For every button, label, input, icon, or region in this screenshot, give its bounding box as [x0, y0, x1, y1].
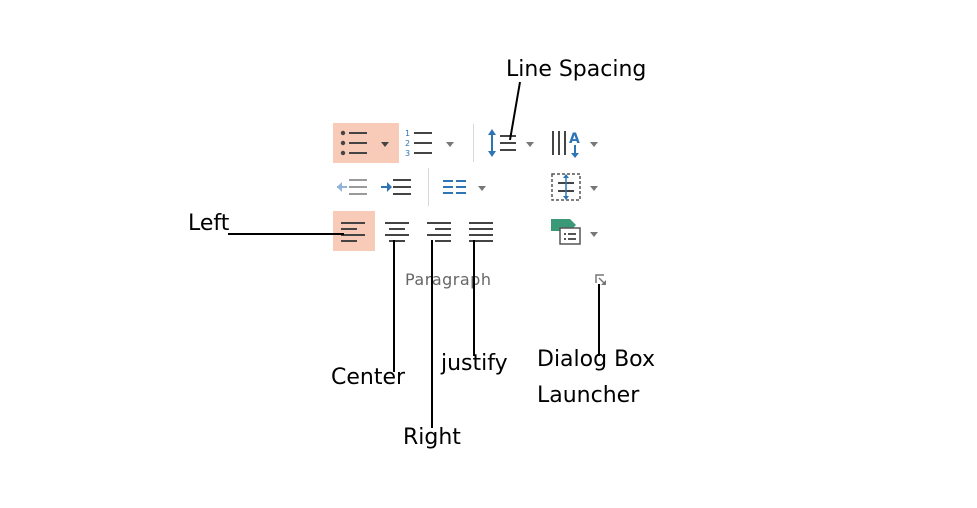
- dialog-box-launcher-button[interactable]: [594, 273, 608, 287]
- line-spacing-button[interactable]: [484, 123, 540, 163]
- align-center-icon: [385, 222, 409, 242]
- dialog-box-launcher-annotation-line2: Launcher: [537, 383, 640, 408]
- text-direction-button[interactable]: A: [548, 123, 602, 163]
- align-text-icon: [551, 173, 598, 201]
- text-direction-icon: A: [552, 131, 598, 158]
- numbering-button[interactable]: 1 2 3: [401, 123, 463, 163]
- svg-text:A: A: [569, 131, 580, 147]
- line-spacing-leader: [509, 81, 521, 141]
- align-right-button[interactable]: [420, 211, 460, 251]
- justify-button[interactable]: [462, 211, 502, 251]
- line-spacing-annotation: Line Spacing: [506, 57, 647, 82]
- group-label: Paragraph: [405, 270, 492, 289]
- center-annotation: Center: [331, 365, 406, 390]
- numbered-list-icon: 1 2 3: [405, 129, 454, 158]
- align-text-button[interactable]: [548, 167, 602, 207]
- svg-text:1: 1: [405, 129, 410, 138]
- align-left-icon: [341, 222, 365, 242]
- decrease-indent-button[interactable]: [333, 167, 373, 207]
- justify-annotation: justify: [441, 351, 508, 376]
- columns-icon: [443, 180, 486, 194]
- smartart-icon: [551, 219, 598, 245]
- align-center-button[interactable]: [378, 211, 418, 251]
- align-right-icon: [427, 222, 451, 242]
- line-spacing-icon: [488, 129, 534, 157]
- separator: [473, 124, 474, 162]
- dialog-box-launcher-annotation-line1: Dialog Box: [537, 347, 655, 372]
- increase-indent-icon: [381, 179, 411, 195]
- columns-button[interactable]: [438, 167, 494, 207]
- bullet-list-icon: [340, 130, 389, 156]
- left-annotation: Left: [188, 211, 230, 236]
- svg-text:3: 3: [405, 149, 410, 158]
- increase-indent-button[interactable]: [377, 167, 417, 207]
- bullets-button[interactable]: [333, 123, 399, 163]
- smartart-button[interactable]: [548, 211, 602, 251]
- dialog-launcher-icon: [595, 274, 606, 285]
- svg-text:2: 2: [405, 139, 410, 148]
- justify-icon: [469, 222, 493, 242]
- align-left-button[interactable]: [333, 211, 375, 251]
- right-annotation: Right: [403, 425, 461, 450]
- separator: [428, 168, 429, 206]
- decrease-indent-icon: [337, 179, 367, 195]
